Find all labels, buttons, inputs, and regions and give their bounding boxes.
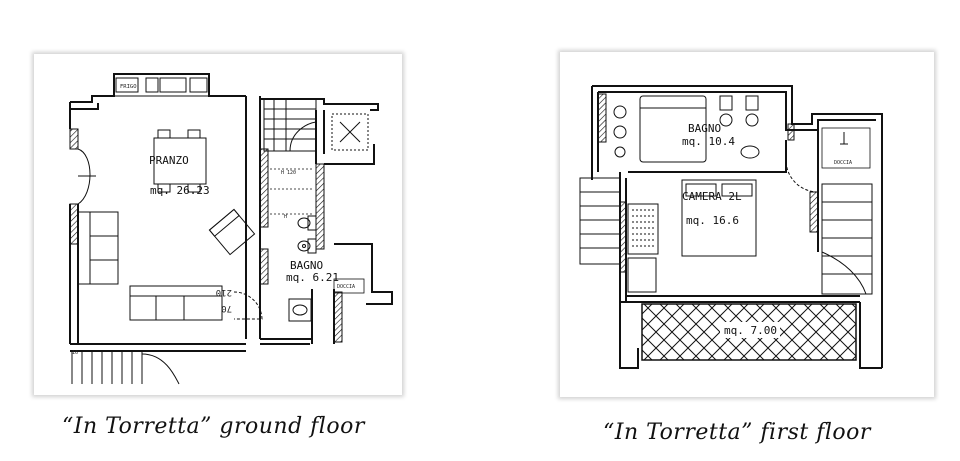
dining-table — [153, 129, 207, 193]
bathroom-door-arc — [233, 291, 263, 320]
doccia-label: DOCCIA — [337, 284, 355, 290]
hatched-wall-5 — [69, 203, 79, 245]
first-floor-caption: “In Torretta” first floor — [603, 420, 871, 445]
ground-floor-caption: “In Torretta” ground floor — [62, 414, 365, 439]
frigo-label: FRIGO — [120, 84, 137, 90]
first-floor-plan-drawing: DOCCIA BAGNO mq. 10.4 — [579, 85, 883, 369]
hatched-wall-3 — [315, 163, 325, 250]
first-stairs-left — [579, 177, 621, 265]
sink-lower — [288, 298, 312, 322]
ground-bagno-area: mq. 6.21 — [286, 271, 339, 284]
shower-upper — [331, 113, 369, 151]
ground-stairs-middle — [270, 168, 314, 215]
first-hatched-wall-4 — [787, 123, 795, 141]
sofa-bottom — [129, 285, 223, 321]
shower-head — [840, 132, 848, 145]
pranzo-name: PRANZO — [149, 154, 189, 167]
first-stairs — [821, 183, 873, 295]
hatched-wall-6 — [333, 291, 343, 343]
shower-lower — [333, 278, 365, 294]
first-bagno-area: mq. 10.4 — [682, 135, 735, 148]
dim-70-label: 70 — [221, 303, 232, 313]
h120-label: H 120 — [281, 170, 296, 176]
double-bed — [681, 179, 757, 257]
ground-stairs-lower — [71, 351, 180, 385]
first-hatched-wall-2 — [619, 201, 627, 273]
ground-stairs-upper — [263, 98, 317, 152]
kitchen-counter — [113, 73, 210, 97]
first-hatched-wall-3 — [809, 191, 819, 233]
dim-210-label: 210 — [216, 287, 232, 297]
first-door-arc — [785, 159, 819, 193]
first-bagno-name: BAGNO — [688, 122, 721, 135]
camera-name: CAMERA 2L — [682, 190, 742, 203]
terrace-area: mq. 7.00 — [724, 324, 777, 337]
terrace-label-bg — [720, 322, 780, 338]
first-hatched-wall-1 — [597, 93, 607, 143]
hatched-wall-1 — [259, 148, 269, 228]
first-floor-plan-card: DOCCIA BAGNO mq. 10.4 — [560, 52, 934, 397]
camera-area: mq. 16.6 — [686, 214, 739, 227]
h-label: H — [284, 214, 287, 220]
first-bathroom-fixtures — [613, 95, 760, 163]
first-shower — [821, 127, 871, 169]
n16-label: 16 — [72, 350, 78, 356]
sofa-left — [77, 211, 119, 285]
ground-bagno-name: BAGNO — [290, 259, 323, 272]
bedside-unit — [627, 257, 657, 293]
armchair — [208, 208, 256, 256]
pranzo-area: mq. 26.23 — [150, 184, 210, 197]
bathroom-fixtures — [297, 215, 317, 254]
hatched-wall-2 — [259, 248, 269, 285]
ground-floor-plan-drawing: FRIGO H 120 H — [69, 73, 393, 385]
hatched-wall-4 — [69, 128, 79, 150]
ground-floor-plan-card: FRIGO H 120 H — [34, 54, 402, 395]
wardrobe — [627, 203, 659, 255]
first-doccia-label: DOCCIA — [834, 160, 852, 166]
entry-door — [77, 148, 96, 205]
